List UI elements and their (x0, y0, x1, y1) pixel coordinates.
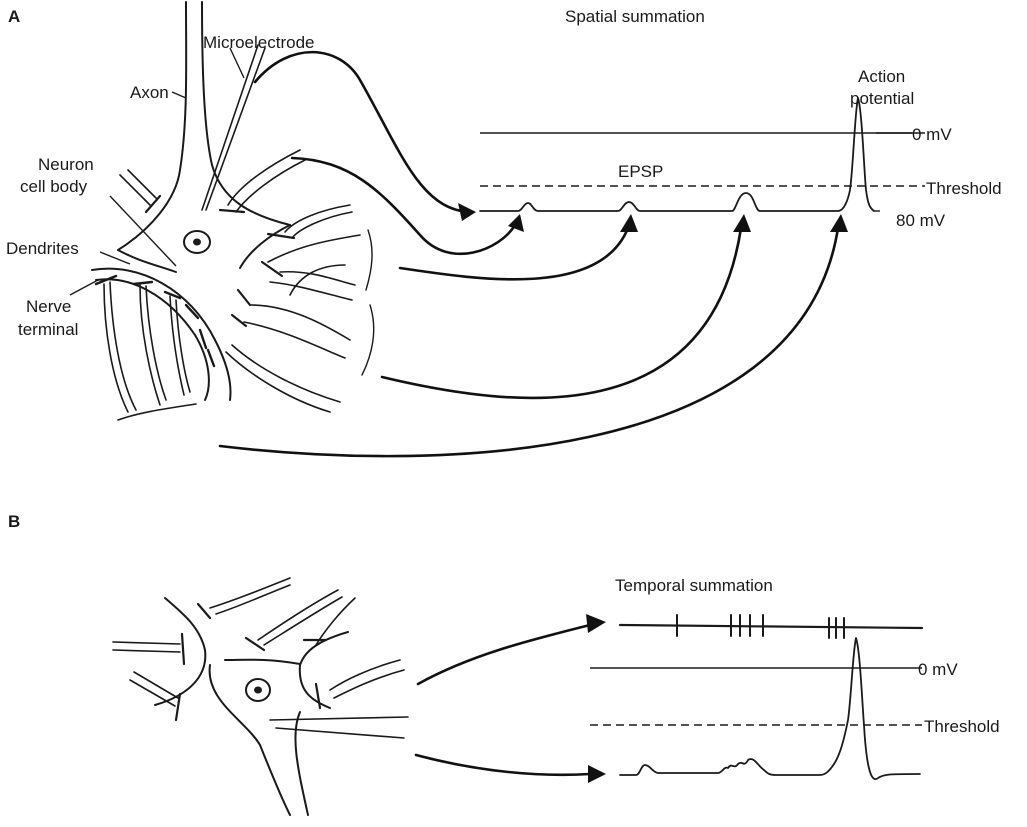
nerve-terminal-label-1: Nerve (26, 297, 71, 316)
arrow-1 (255, 52, 470, 212)
action-potential-label-2: potential (850, 89, 914, 108)
arrows-b (416, 614, 606, 783)
label-pointers (70, 48, 912, 295)
neuron-label-1: Neuron (38, 155, 94, 174)
membrane-potential-trace-b (620, 638, 920, 779)
panel-b: B Temporal summation (8, 512, 1000, 815)
membrane-potential-trace (480, 98, 874, 211)
upper-terminals (120, 150, 352, 295)
arrow-b-1 (418, 625, 590, 684)
trace-a: 0 mV Threshold 80 mV EPSP Action potenti… (480, 67, 1002, 230)
threshold-label-b: Threshold (924, 717, 1000, 736)
microelectrode (202, 45, 265, 210)
panel-a-letter: A (8, 7, 20, 26)
arrow-4 (382, 228, 741, 398)
epsp-label: EPSP (618, 162, 663, 181)
arrow-3 (400, 228, 628, 279)
trace-b: 0 mV Threshold (590, 638, 1000, 779)
nerve-terminal-label-2: terminal (18, 320, 78, 339)
stimulus-train (620, 615, 922, 638)
arrow-1-head (458, 203, 476, 221)
arrow-4-head (733, 214, 751, 232)
arrow-5-head (830, 214, 848, 232)
arrow-3-head (620, 214, 638, 232)
neuron-label-2: cell body (20, 177, 88, 196)
panel-b-letter: B (8, 512, 20, 531)
arrow-2-head (508, 214, 524, 232)
arrows-a (220, 52, 848, 456)
panel-a-title: Spatial summation (565, 7, 705, 26)
arrow-b-2-head (588, 765, 606, 783)
microelectrode-label: Microelectrode (203, 33, 315, 52)
action-potential-label-1: Action (858, 67, 905, 86)
panel-b-title: Temporal summation (615, 576, 773, 595)
arrow-5 (220, 228, 838, 456)
zero-mv-label-b: 0 mV (918, 660, 958, 679)
axon-label: Axon (130, 83, 169, 102)
arrow-b-1-head (586, 614, 606, 633)
arrow-2 (292, 158, 515, 254)
dendrites (92, 269, 230, 420)
dendrites-label: Dendrites (6, 239, 79, 258)
neuron-b (113, 578, 408, 815)
arrow-b-2 (416, 755, 590, 775)
rest-mv-label: 80 mV (896, 211, 946, 230)
panel-a: A Spatial summation (6, 2, 1002, 456)
zero-mv-label: 0 mV (912, 125, 952, 144)
threshold-label: Threshold (926, 179, 1002, 198)
